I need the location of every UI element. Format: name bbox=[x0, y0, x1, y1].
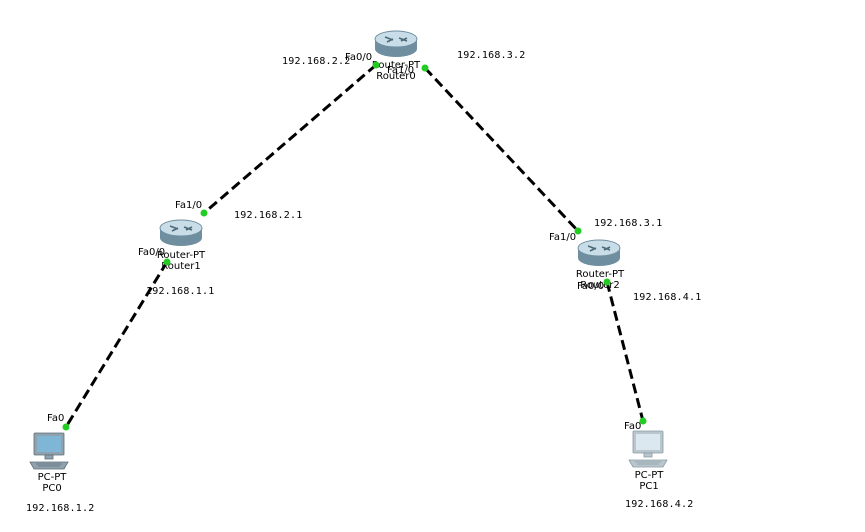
router1-label: Router-PT Router1 bbox=[141, 250, 221, 272]
port-label-router0-fa0-0: Fa0/0 bbox=[345, 52, 373, 63]
router1-type-label: Router-PT bbox=[156, 250, 206, 261]
port-dot-router1-fa0-0[interactable] bbox=[163, 258, 171, 266]
router2-name: Router2 bbox=[580, 280, 620, 291]
link-router2-pc1[interactable] bbox=[605, 281, 645, 422]
pc0-name: PC0 bbox=[42, 483, 62, 494]
ip-label-router0-fa0-0: 192.168.2.2 bbox=[282, 56, 351, 67]
router2-label: Router-PT Router2 bbox=[560, 269, 640, 291]
port-label-router1-fa0-0: Fa0/0 bbox=[138, 247, 166, 258]
pc0-icon[interactable] bbox=[28, 432, 70, 472]
pc1-name: PC1 bbox=[639, 481, 659, 492]
port-dot-pc0-fa0[interactable] bbox=[62, 423, 70, 431]
port-dot-router2-fa0-0[interactable] bbox=[603, 278, 611, 286]
router2-icon[interactable] bbox=[576, 238, 622, 268]
router0-name: Router0 bbox=[376, 71, 416, 82]
router1-name: Router1 bbox=[161, 261, 201, 272]
port-dot-router1-fa1-0[interactable] bbox=[200, 209, 208, 217]
router0-label: Router-PT Router0 bbox=[356, 60, 436, 82]
port-dot-router0-fa0-0[interactable] bbox=[372, 61, 380, 69]
ip-label-pc0: 192.168.1.2 bbox=[26, 503, 95, 514]
port-dot-pc1-fa0[interactable] bbox=[639, 417, 647, 425]
port-label-router2-fa1-0: Fa1/0 bbox=[549, 232, 577, 243]
port-dot-router0-fa1-0[interactable] bbox=[421, 64, 429, 72]
pc1-label: PC-PT PC1 bbox=[609, 470, 689, 492]
ip-label-router2-fa1-0: 192.168.3.1 bbox=[594, 218, 663, 229]
ip-label-router0-fa1-0: 192.168.3.2 bbox=[457, 50, 526, 61]
port-dot-router2-fa1-0[interactable] bbox=[574, 227, 582, 235]
port-label-router1-fa1-0: Fa1/0 bbox=[175, 200, 203, 211]
router1-icon[interactable] bbox=[158, 218, 204, 248]
router2-type-label: Router-PT bbox=[575, 269, 625, 280]
link-router0-router2[interactable] bbox=[423, 66, 580, 233]
port-label-router0-fa1-0: Fa1/0 bbox=[387, 65, 415, 76]
router0-icon[interactable] bbox=[373, 29, 419, 59]
ip-label-router1-fa1-0: 192.168.2.1 bbox=[234, 210, 303, 221]
ip-label-router1-fa0-0: 192.168.1.1 bbox=[146, 286, 215, 297]
ip-label-pc1: 192.168.4.2 bbox=[625, 499, 694, 510]
port-label-router2-fa0-0: Fa0/0 bbox=[577, 281, 605, 292]
link-router0-router1[interactable] bbox=[203, 63, 377, 215]
pc0-type-label: PC-PT bbox=[37, 472, 67, 483]
port-label-pc0-fa0: Fa0 bbox=[47, 413, 65, 424]
pc0-label: PC-PT PC0 bbox=[12, 472, 92, 494]
ip-label-router2-fa0-0: 192.168.4.1 bbox=[633, 292, 702, 303]
pc1-type-label: PC-PT bbox=[634, 470, 664, 481]
link-router1-pc0[interactable] bbox=[64, 261, 169, 428]
router0-type-label: Router-PT bbox=[371, 60, 421, 71]
pc1-icon[interactable] bbox=[627, 430, 669, 470]
port-label-pc1-fa0: Fa0 bbox=[624, 421, 642, 432]
